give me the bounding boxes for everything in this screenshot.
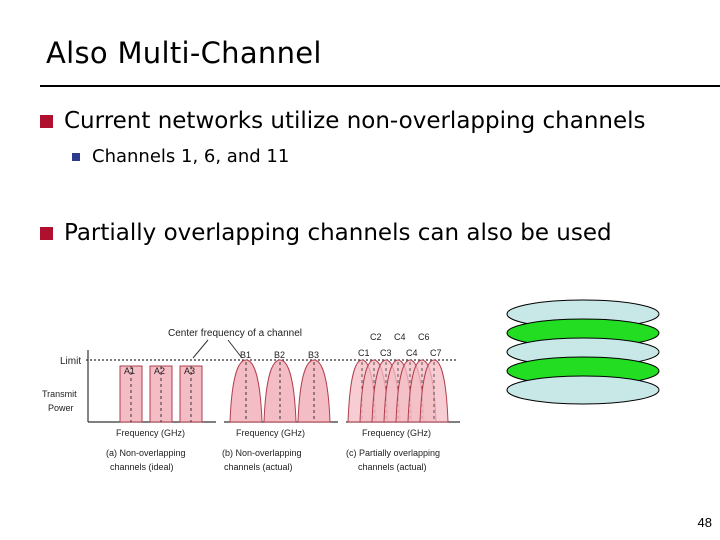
power-label-line1: Transmit (42, 389, 77, 399)
callout-pointer (192, 339, 209, 359)
sub-bullet-square-icon (72, 152, 80, 161)
channel-label-c4-top: C4 (394, 332, 406, 342)
channel-label-c4-bottom: C4 (406, 348, 418, 358)
caption-a-line1: (a) Non-overlapping (106, 448, 186, 458)
channel-label-c3: C3 (380, 348, 392, 358)
callout-pointer (227, 339, 243, 359)
panel-b-bands (229, 359, 331, 423)
channel-band (229, 359, 263, 423)
page-number: 48 (697, 515, 712, 530)
channel-band (263, 359, 297, 423)
caption-b-line1: (b) Non-overlapping (222, 448, 302, 458)
caption-c-line2: channels (actual) (358, 462, 427, 472)
channel-ellipse (506, 375, 660, 405)
bullet-square-icon (40, 226, 53, 240)
axis-title-c: Frequency (GHz) (362, 428, 431, 438)
bullet-current-networks: Current networks utilize non-overlapping… (40, 108, 646, 134)
channel-band (297, 359, 331, 423)
sub-bullet-channels: Channels 1, 6, and 11 (72, 146, 289, 167)
channel-label-c2: C2 (370, 332, 382, 342)
axis-title-a: Frequency (GHz) (116, 428, 185, 438)
channel-stack-diagram (506, 299, 660, 405)
channel-label-c7: C7 (430, 348, 442, 358)
caption-c-line1: (c) Partially overlapping (346, 448, 440, 458)
panel-c-bands (347, 359, 449, 423)
channel-label-a2: A2 (154, 366, 165, 376)
sub-bullet-text: Channels 1, 6, and 11 (92, 146, 290, 167)
slide-title: Also Multi-Channel (46, 36, 322, 70)
channel-label-c1: C1 (358, 348, 370, 358)
channel-label-c6: C6 (418, 332, 430, 342)
title-divider (40, 85, 720, 87)
overlapping-channel-band (419, 359, 449, 423)
caption-a-line2: channels (ideal) (110, 462, 174, 472)
callout-label: Center frequency of a channel (168, 328, 302, 339)
bullet-square-icon (40, 114, 53, 128)
limit-label: Limit (60, 356, 81, 367)
channel-spectrum-figure: Center frequency of a channel Limit Tran… (42, 328, 460, 472)
bullet-partially-overlapping: Partially overlapping channels can also … (40, 220, 612, 246)
caption-b-line2: channels (actual) (224, 462, 293, 472)
axis-title-b: Frequency (GHz) (236, 428, 305, 438)
channel-label-a3: A3 (184, 366, 195, 376)
panel-a-bands (119, 365, 203, 423)
power-label-line2: Power (48, 403, 74, 413)
bullet-text: Current networks utilize non-overlapping… (64, 108, 646, 134)
channel-label-b2: B2 (274, 350, 285, 360)
bullet-text: Partially overlapping channels can also … (64, 220, 612, 246)
channel-label-b1: B1 (240, 350, 251, 360)
channel-label-a1: A1 (124, 366, 135, 376)
channel-label-b3: B3 (308, 350, 319, 360)
